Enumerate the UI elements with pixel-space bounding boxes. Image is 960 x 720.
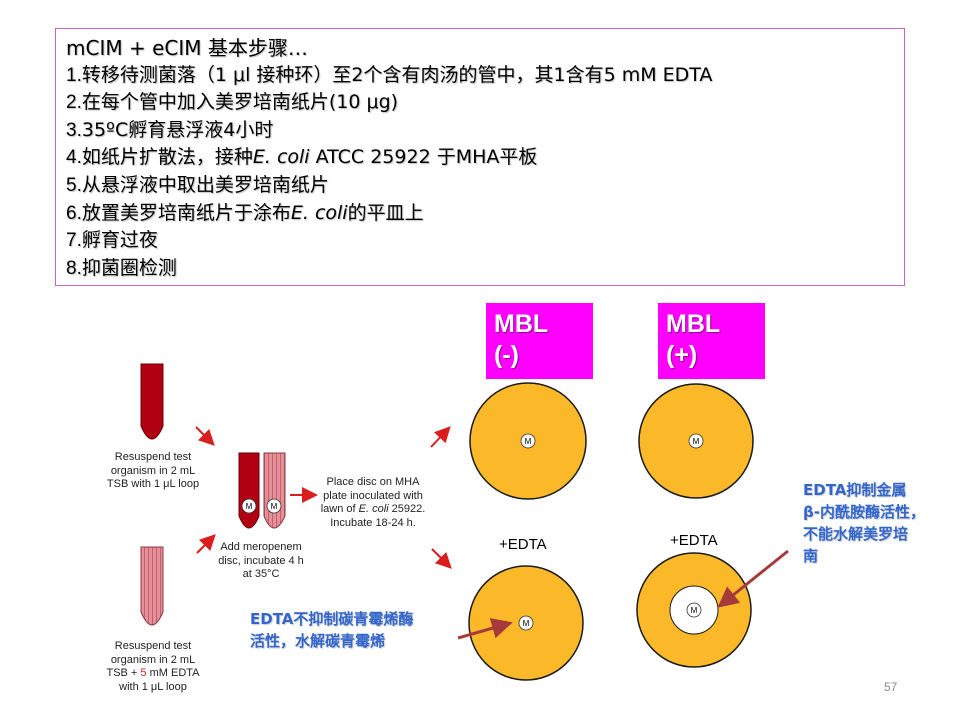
note-mbl-negative: EDTA不抑制碳青霉烯酶 活性，水解碳青霉烯 xyxy=(250,610,414,650)
disc-letter: M xyxy=(525,437,532,446)
note-mbl-positive: EDTA抑制金属 β-内酰胺酶活性， 不能水解美罗培 南 xyxy=(803,481,925,565)
arrow-tube-bottom xyxy=(196,534,216,554)
disc-plate xyxy=(520,433,536,449)
disc-letter: M xyxy=(693,437,700,446)
disc-plate xyxy=(518,615,534,631)
steps-box: mCIM + eCIM 基本步骤… 1.转移待测菌落（1 μl 接种环）至2个含… xyxy=(55,28,905,286)
steps-title: mCIM + eCIM 基本步骤… xyxy=(66,36,308,60)
tube-top-label: Resuspend test organism in 2 mL TSB with… xyxy=(106,451,200,490)
step-2: 2.在每个管中加入美罗培南纸片(10 μg) xyxy=(66,91,399,114)
arrow-up-plate xyxy=(430,426,451,448)
edta-label-pos: +EDTA xyxy=(670,532,718,549)
mbl-negative-label: MBL (-) xyxy=(486,303,593,379)
edta-label-neg: +EDTA xyxy=(499,536,547,553)
disc-plate xyxy=(686,602,702,618)
mbl-positive-label: MBL (+) xyxy=(658,303,765,379)
arrow-down-plate xyxy=(431,548,452,569)
tube-middle-right xyxy=(263,452,286,529)
step-3: 3.35ºC孵育悬浮液4小时 xyxy=(66,118,274,141)
place-disc-label: Place disc on MHA plate inoculated with … xyxy=(320,476,426,529)
tube-top xyxy=(140,363,164,440)
disc-tube-left xyxy=(241,498,257,514)
step-5: 5.从悬浮液中取出美罗培南纸片 xyxy=(66,173,329,196)
meropenem-label: Add meropenem disc, incubate 4 h at 35°C xyxy=(218,541,304,580)
disc-letter: M xyxy=(691,606,698,615)
disc-tube-right xyxy=(266,498,282,514)
tube-bottom-edta xyxy=(140,546,164,626)
step-4: 4.如纸片扩散法，接种E. coli ATCC 25922 于MHA平板 xyxy=(66,146,538,169)
step-8: 8.抑菌圈检测 xyxy=(66,256,177,279)
page-number: 57 xyxy=(884,680,898,694)
disc-plate xyxy=(688,433,704,449)
arrow-tube-top xyxy=(195,426,215,446)
note-arrow-pos xyxy=(717,549,789,608)
step-7: 7.孵育过夜 xyxy=(66,229,158,252)
tube-bottom-label: Resuspend test organism in 2 mL TSB + 5 … xyxy=(106,640,200,693)
disc-letter: M xyxy=(523,619,530,628)
tube-middle-left xyxy=(238,452,260,529)
note-arrow-neg xyxy=(457,618,513,640)
step-1: 1.转移待测菌落（1 μl 接种环）至2个含有肉汤的管中，其1含有5 mM ED… xyxy=(66,63,713,86)
disc-letter: M xyxy=(271,502,278,511)
disc-letter: M xyxy=(246,502,253,511)
step-6: 6.放置美罗培南纸片于涂布E. coli的平皿上 xyxy=(66,201,424,224)
